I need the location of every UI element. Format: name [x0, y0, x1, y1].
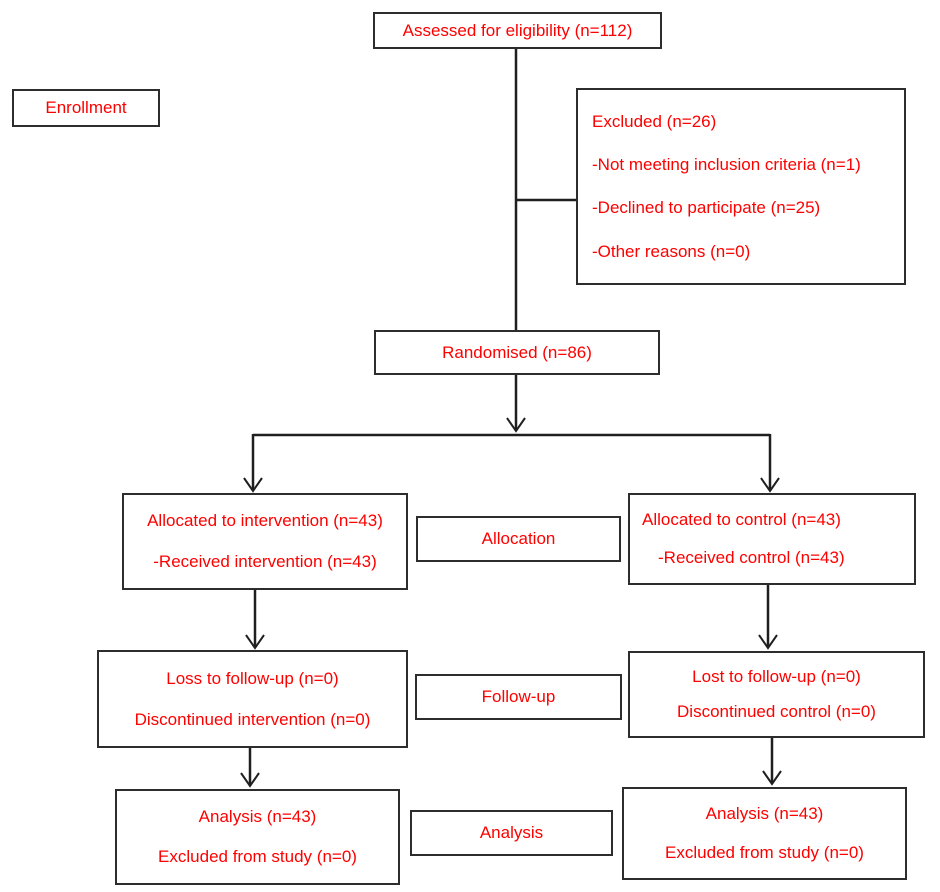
- arrowhead-intervention-followup: [245, 634, 265, 650]
- analysis-control-line2: Excluded from study (n=0): [665, 842, 864, 862]
- analysis-stage-box: Analysis: [410, 810, 613, 856]
- arrowhead-control-analysis: [762, 770, 782, 786]
- followup-stage-label: Follow-up: [481, 687, 556, 707]
- arrowhead-control-followup: [758, 634, 778, 650]
- analysis-intervention-line1: Analysis (n=43): [198, 807, 317, 827]
- followup-intervention-line2: Discontinued intervention (n=0): [134, 709, 371, 729]
- assessed-eligibility-box: Assessed for eligibility (n=112): [373, 12, 662, 49]
- enrollment-stage-box: Enrollment: [12, 89, 160, 127]
- followup-control-line1: Lost to follow-up (n=0): [692, 666, 861, 686]
- allocated-control-box: Allocated to control (n=43) -Received co…: [628, 493, 916, 585]
- arrowhead-intervention-analysis: [240, 772, 260, 788]
- arrowhead-randomised-split: [506, 417, 526, 433]
- allocated-intervention-line2: -Received intervention (n=43): [153, 551, 377, 571]
- analysis-stage-label: Analysis: [479, 823, 544, 843]
- allocated-intervention-box: Allocated to intervention (n=43) -Receiv…: [122, 493, 408, 590]
- followup-control-line2: Discontinued control (n=0): [677, 702, 876, 722]
- enrollment-stage-label: Enrollment: [45, 98, 127, 118]
- followup-intervention-box: Loss to follow-up (n=0) Discontinued int…: [97, 650, 408, 748]
- randomised-box: Randomised (n=86): [374, 330, 660, 375]
- arrowhead-to-intervention: [243, 477, 263, 493]
- analysis-control-line1: Analysis (n=43): [705, 804, 824, 824]
- allocation-stage-box: Allocation: [416, 516, 621, 562]
- allocation-stage-label: Allocation: [481, 529, 556, 549]
- allocated-control-line1: Allocated to control (n=43): [642, 510, 841, 530]
- analysis-intervention-box: Analysis (n=43) Excluded from study (n=0…: [115, 789, 400, 885]
- excluded-title: Excluded (n=26): [592, 111, 717, 131]
- allocated-control-line2: -Received control (n=43): [658, 548, 845, 568]
- followup-control-box: Lost to follow-up (n=0) Discontinued con…: [628, 651, 925, 738]
- assessed-eligibility-label: Assessed for eligibility (n=112): [402, 20, 633, 40]
- arrowhead-to-control: [760, 477, 780, 493]
- excluded-reason-other: -Other reasons (n=0): [592, 241, 751, 261]
- excluded-reason-not-meeting-criteria: -Not meeting inclusion criteria (n=1): [592, 155, 861, 175]
- excluded-reason-declined: -Declined to participate (n=25): [592, 198, 821, 218]
- followup-stage-box: Follow-up: [415, 674, 622, 720]
- randomised-label: Randomised (n=86): [442, 342, 592, 362]
- excluded-box: Excluded (n=26) -Not meeting inclusion c…: [576, 88, 906, 285]
- analysis-intervention-line2: Excluded from study (n=0): [158, 847, 357, 867]
- analysis-control-box: Analysis (n=43) Excluded from study (n=0…: [622, 787, 907, 880]
- allocated-intervention-line1: Allocated to intervention (n=43): [147, 511, 383, 531]
- followup-intervention-line1: Loss to follow-up (n=0): [166, 668, 339, 688]
